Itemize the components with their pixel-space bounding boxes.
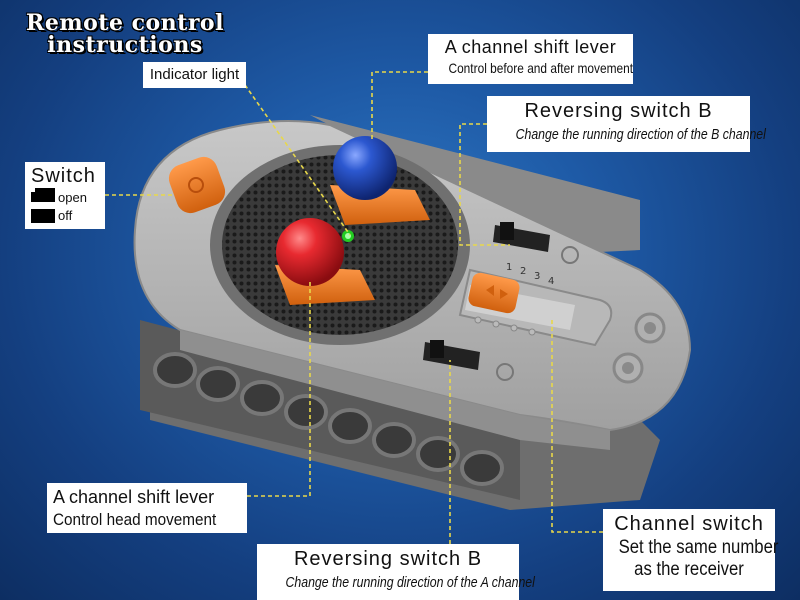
callout-indicator-label: Indicator light xyxy=(149,66,240,83)
side-studs xyxy=(612,312,666,384)
callout-reversing-b: Reversing switch B Change the running di… xyxy=(487,96,766,152)
b-channel-lever-ball[interactable] xyxy=(333,136,397,200)
power-switch[interactable] xyxy=(165,153,229,217)
callout-reversing-b-subtitle: Change the running direction of the B ch… xyxy=(515,126,766,143)
channel-number-4: 4 xyxy=(548,276,555,287)
callout-reversing-a-subtitle: Change the running direction of the A ch… xyxy=(285,574,535,591)
leader-lines xyxy=(105,71,603,544)
switch-open-label: open xyxy=(58,189,87,205)
callout-a-channel-bottom-subtitle: Control head movement xyxy=(53,510,217,529)
callout-switch: Switch open off xyxy=(25,162,105,229)
switch-off-row: off xyxy=(31,206,99,224)
page-title: Remote control instructions xyxy=(10,12,240,56)
channel-number-2: 2 xyxy=(520,266,527,277)
indicator-led xyxy=(342,230,354,242)
reversing-switch-b[interactable] xyxy=(493,222,579,264)
connector-holes xyxy=(153,352,504,486)
callout-indicator-light: Indicator light xyxy=(143,62,246,88)
callout-channel-switch: Channel switch Set the same number as th… xyxy=(603,509,779,591)
switch-open-icon xyxy=(31,188,55,202)
callout-a-channel-top-heading: A channel shift lever xyxy=(444,37,617,57)
reversing-switch-a[interactable] xyxy=(423,340,514,381)
callout-reversing-a: Reversing switch B Change the running di… xyxy=(257,544,535,600)
title-line-2: instructions xyxy=(47,32,203,58)
callout-reversing-a-heading: Reversing switch B xyxy=(293,548,483,570)
callout-channel-switch-heading: Channel switch xyxy=(614,513,764,535)
callout-channel-switch-line2: as the receiver xyxy=(634,559,744,580)
channel-switch[interactable] xyxy=(458,268,613,347)
callout-reversing-b-heading: Reversing switch B xyxy=(524,100,713,122)
switch-off-icon xyxy=(31,209,55,223)
title-line-1: Remote control xyxy=(26,10,224,36)
switch-open-row: open xyxy=(31,188,99,206)
channel-number-3: 3 xyxy=(534,271,541,282)
callout-channel-switch-line1: Set the same number xyxy=(618,537,779,558)
callout-a-channel-top: A channel shift lever Control before and… xyxy=(428,34,633,84)
callout-a-channel-bottom-heading: A channel shift lever xyxy=(53,487,215,507)
a-channel-lever-ball[interactable] xyxy=(276,218,344,286)
switch-off-label: off xyxy=(58,207,73,223)
channel-number-1: 1 xyxy=(506,262,513,273)
callout-a-channel-bottom: A channel shift lever Control head movem… xyxy=(47,483,247,533)
callout-a-channel-top-subtitle: Control before and after movement xyxy=(448,60,634,76)
callout-switch-heading: Switch xyxy=(31,165,96,187)
